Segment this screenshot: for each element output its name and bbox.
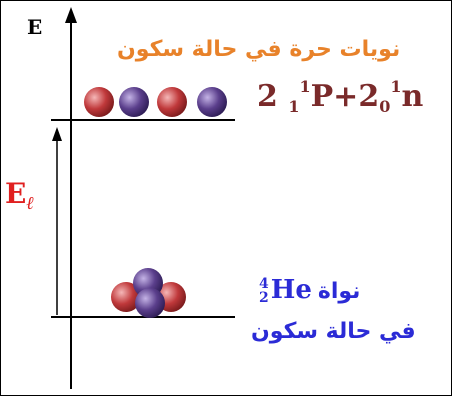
bound-proton-left bbox=[111, 282, 141, 312]
proton-symbol: P bbox=[310, 79, 334, 114]
energy-axis-label: E bbox=[27, 15, 43, 39]
plus-sign: + bbox=[333, 79, 359, 114]
bound-nucleus-caption: في حالة سكون bbox=[251, 319, 416, 344]
neutron-mass-number: 1 bbox=[390, 77, 402, 96]
free-neutron-2 bbox=[197, 87, 227, 117]
neutron-coefficient: 2 bbox=[358, 79, 380, 114]
nucleus-word: نواة bbox=[317, 279, 361, 304]
free-proton-1 bbox=[84, 87, 114, 117]
helium-charge-number: 2 bbox=[259, 290, 269, 306]
proton-coefficient: 2 bbox=[257, 79, 278, 114]
free-proton-2 bbox=[157, 87, 187, 117]
proton-mass-number: 1 bbox=[299, 77, 311, 96]
energy-gap-arrowhead bbox=[52, 127, 62, 141]
binding-energy-label: Eℓ bbox=[5, 177, 34, 214]
helium-mass-number: 4 bbox=[259, 276, 269, 292]
free-neutron-1 bbox=[119, 87, 149, 117]
binding-energy-symbol: E bbox=[5, 177, 27, 210]
energy-axis-arrowhead bbox=[65, 7, 77, 23]
neutron-symbol: n bbox=[401, 79, 424, 114]
bound-neutron-bottom bbox=[135, 288, 165, 318]
neutron-charge-number: 0 bbox=[379, 97, 391, 116]
helium-symbol: He bbox=[270, 275, 312, 305]
free-nucleons-caption: نويات حرة في حالة سكون bbox=[117, 37, 401, 62]
proton-charge-number: 1 bbox=[288, 97, 300, 116]
binding-energy-subscript: ℓ bbox=[26, 193, 35, 214]
free-nucleons-equation: 2 11P+201n bbox=[257, 77, 423, 116]
